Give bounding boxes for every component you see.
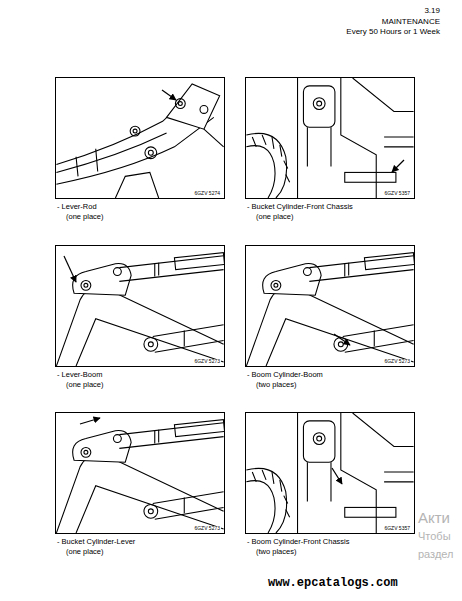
caption: - Boom Cylinder-Boom — [247, 371, 323, 379]
figure-panel: 6GZV 5273 — [55, 412, 225, 534]
caption: - Boom Cylinder-Front Chassis — [247, 538, 350, 546]
figure-panel: 6GZV 5273 — [245, 245, 415, 367]
figure-code: 6GZV 5274 — [193, 191, 221, 196]
watermark: Акти — [418, 510, 450, 527]
caption-note: (two places) — [256, 548, 296, 556]
caption: - Lever-Rod — [57, 203, 97, 211]
figure-code: 6GZV 5273 — [193, 359, 221, 364]
caption-note: (one place) — [66, 548, 104, 556]
figure-code: 6GZV 5357 — [383, 191, 411, 196]
caption: - Bucket Cylinder-Lever — [57, 538, 135, 546]
figure-panel: 6GZV 5357 — [245, 77, 415, 199]
figure-panel: 6GZV 5357 — [245, 412, 415, 534]
watermark: раздел — [418, 548, 454, 560]
figure-code: 6GZV 5357 — [383, 526, 411, 531]
figure-code: 6GZV 5273 — [193, 526, 221, 531]
caption-note: (one place) — [66, 213, 104, 221]
watermark: Чтобы — [418, 530, 451, 542]
caption-note: (one place) — [256, 213, 294, 221]
caption: - Bucket Cylinder-Front Chassis — [247, 203, 353, 211]
figure-panel: 6GZV 5273 — [55, 245, 225, 367]
page-number: 3.19 — [424, 7, 440, 16]
caption-note: (one place) — [66, 381, 104, 389]
figure-panel: 6GZV 5274 — [55, 77, 225, 199]
interval-note: Every 50 Hours or 1 Week — [346, 28, 440, 37]
website-url: www.epcatalogs.com — [268, 577, 398, 590]
figure-code: 6GZV 5273 — [383, 359, 411, 364]
section-title: MAINTENANCE — [382, 18, 440, 27]
caption-note: (two places) — [256, 381, 296, 389]
caption: - Lever-Boom — [57, 371, 102, 379]
